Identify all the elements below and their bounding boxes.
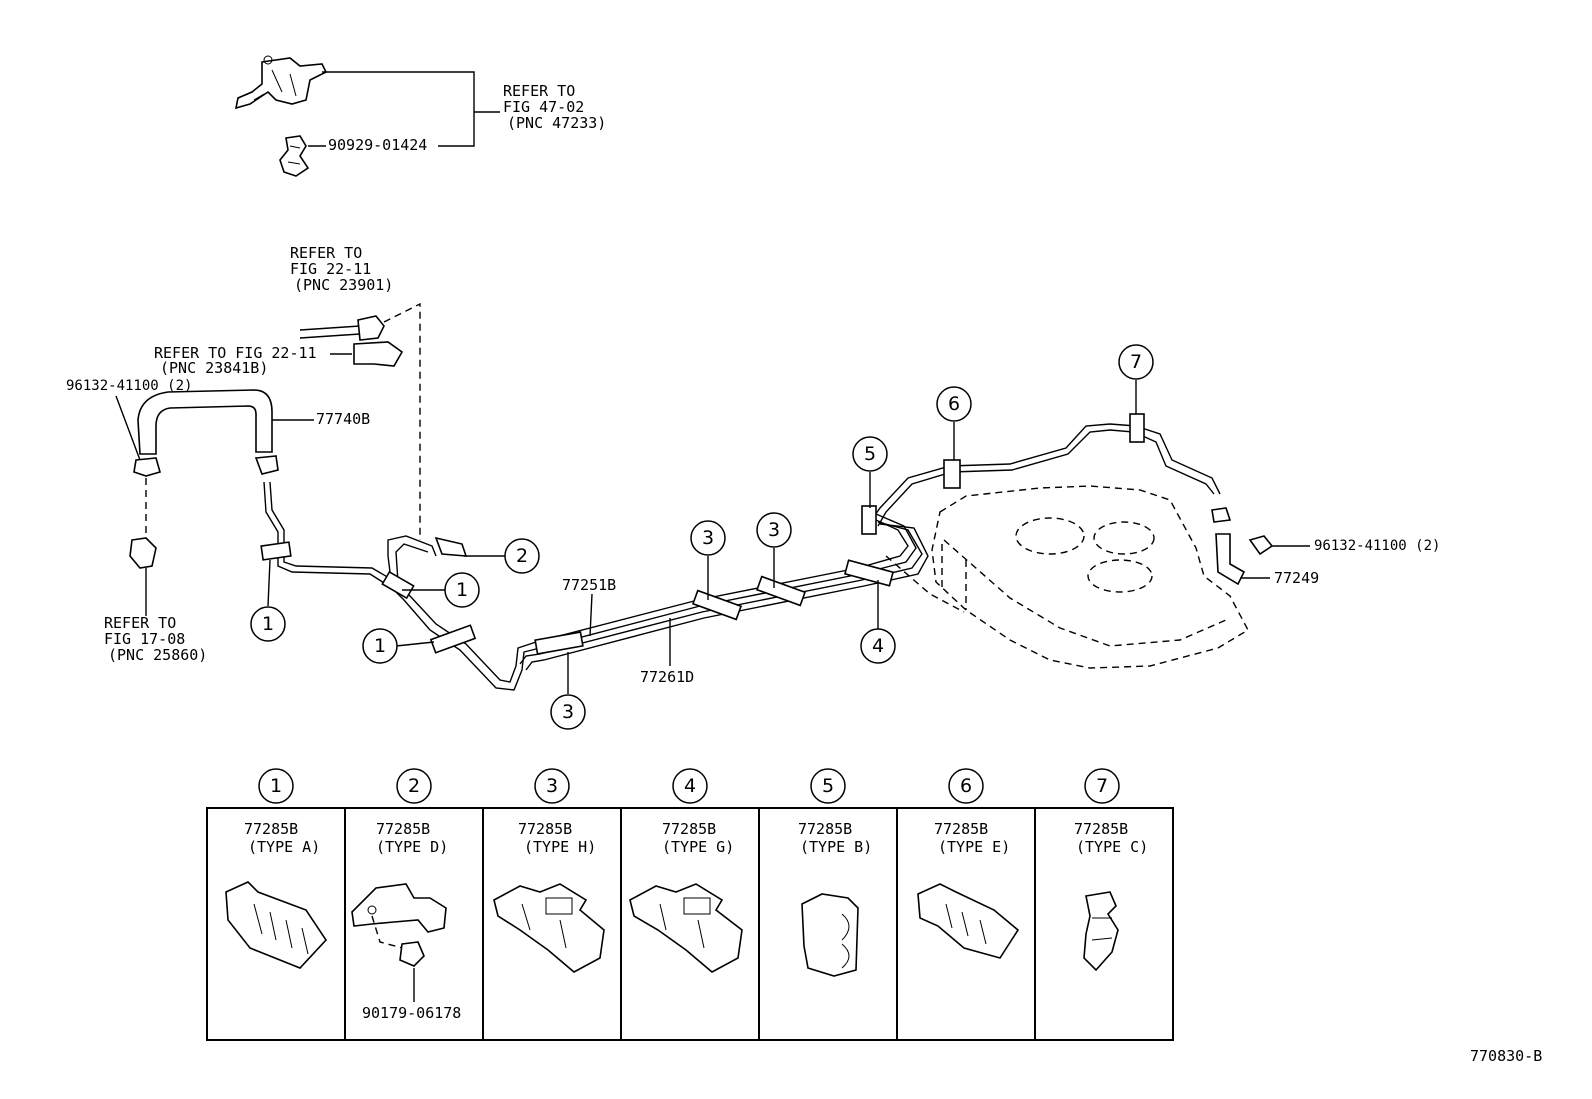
clamp-type-a-icon xyxy=(225,881,328,969)
clamp-type-g-icon xyxy=(629,883,743,973)
refer-fig22-a-line2: FIG 22-11 xyxy=(290,260,371,278)
legend-type-2: (TYPE D) xyxy=(376,838,448,856)
legend-num-6: 6 xyxy=(960,775,972,797)
callout-2: 2 xyxy=(516,545,528,567)
clamp-type-b-icon xyxy=(801,893,859,977)
hose-label-77740b: 77740B xyxy=(316,410,370,428)
legend-part-6: 77285B xyxy=(934,820,988,838)
refer-fig17-line3: (PNC 25860) xyxy=(108,646,207,664)
clip-part-icon xyxy=(279,135,310,177)
left-hose-group: REFER TO FIG 22-11 (PNC 23901) REFER TO … xyxy=(66,244,421,664)
hose-77249-icon xyxy=(1215,533,1246,586)
clamp-icon xyxy=(133,457,161,477)
top-bracket-group: REFER TO FIG 47-02 (PNC 47233) 90929-014… xyxy=(234,55,606,177)
clamp-type-c-icon xyxy=(1083,891,1119,972)
callout-3a: 3 xyxy=(562,701,574,723)
legend-part-4: 77285B xyxy=(662,820,716,838)
legend-num-3: 3 xyxy=(546,775,558,797)
refer-fig17-line2: FIG 17-08 xyxy=(104,630,185,648)
clamp-type-d-icon xyxy=(351,883,447,933)
refer-fig22-b-line1: REFER TO FIG 22-11 xyxy=(154,344,317,362)
legend-type-6: (TYPE E) xyxy=(938,838,1010,856)
refer-fig17-line1: REFER TO xyxy=(104,614,176,632)
legend-part-1: 77285B xyxy=(244,820,298,838)
vacuum-connector-icon xyxy=(129,537,157,569)
refer-fig22-b-line2: (PNC 23841B) xyxy=(160,359,268,377)
refer-fig22-a-line1: REFER TO xyxy=(290,244,362,262)
legend-num-7: 7 xyxy=(1096,775,1108,797)
legend-num-2: 2 xyxy=(408,775,420,797)
refer-text-line3: (PNC 47233) xyxy=(507,114,606,132)
connector-b-icon xyxy=(353,341,404,367)
legend-part-2: 77285B xyxy=(376,820,430,838)
refer-text-line1: REFER TO xyxy=(503,82,575,100)
clamp-right-2-icon xyxy=(1248,535,1274,556)
clamp-right-label: 96132-41100 (2) xyxy=(1314,538,1440,554)
callout-5: 5 xyxy=(864,443,876,465)
callout-6: 6 xyxy=(948,393,960,415)
fuel-tank xyxy=(885,485,1249,669)
figure-id: 770830-B xyxy=(1470,1047,1542,1065)
callout-7: 7 xyxy=(1130,351,1142,373)
clamp-legend-table: 1 77285B (TYPE A) 2 77285B (TYPE D) 9017… xyxy=(206,768,1174,1041)
clamp-icon-2 xyxy=(254,455,279,475)
legend-part-7: 77285B xyxy=(1074,820,1128,838)
callout-3b: 3 xyxy=(702,527,714,549)
callout-4: 4 xyxy=(872,635,884,657)
callouts: 1 1 1 2 3 3 3 4 5 6 7 xyxy=(250,344,1154,730)
part-number-label: 90929-01424 xyxy=(328,136,427,154)
callout-1: 1 xyxy=(262,613,274,635)
callout-3c: 3 xyxy=(768,519,780,541)
legend-num-4: 4 xyxy=(684,775,696,797)
connector-icon xyxy=(357,315,385,341)
legend-num-5: 5 xyxy=(822,775,834,797)
legend-type-7: (TYPE C) xyxy=(1076,838,1148,856)
right-hose-group: 96132-41100 (2) 77249 xyxy=(1211,507,1440,587)
refer-text-line2: FIG 47-02 xyxy=(503,98,584,116)
legend-type-1: (TYPE A) xyxy=(248,838,320,856)
hose-77740b xyxy=(137,389,273,455)
tube-label-77261d: 77261D xyxy=(640,668,694,686)
legend-type-5: (TYPE B) xyxy=(800,838,872,856)
clamp-right-icon xyxy=(1211,507,1232,523)
tube-label-77251b: 77251B xyxy=(562,576,616,594)
hose-label-77249: 77249 xyxy=(1274,569,1319,587)
refer-fig22-a-line3: (PNC 23901) xyxy=(294,276,393,294)
bracket-part-icon xyxy=(234,57,328,110)
clamp-type-e-icon xyxy=(917,883,1020,959)
clamp-left-label: 96132-41100 (2) xyxy=(66,378,192,394)
main-tube-assembly: 77251B 77261D xyxy=(260,413,1221,691)
legend-type-4: (TYPE G) xyxy=(662,838,734,856)
legend-type-3: (TYPE H) xyxy=(524,838,596,856)
legend-extra-2: 90179-06178 xyxy=(362,1004,461,1022)
legend-part-5: 77285B xyxy=(798,820,852,838)
legend-part-3: 77285B xyxy=(518,820,572,838)
clamp-type-h-icon xyxy=(493,883,605,973)
callout-1b: 1 xyxy=(456,579,468,601)
legend-num-1: 1 xyxy=(270,775,282,797)
callout-1c: 1 xyxy=(374,635,386,657)
nut-icon xyxy=(399,941,425,967)
